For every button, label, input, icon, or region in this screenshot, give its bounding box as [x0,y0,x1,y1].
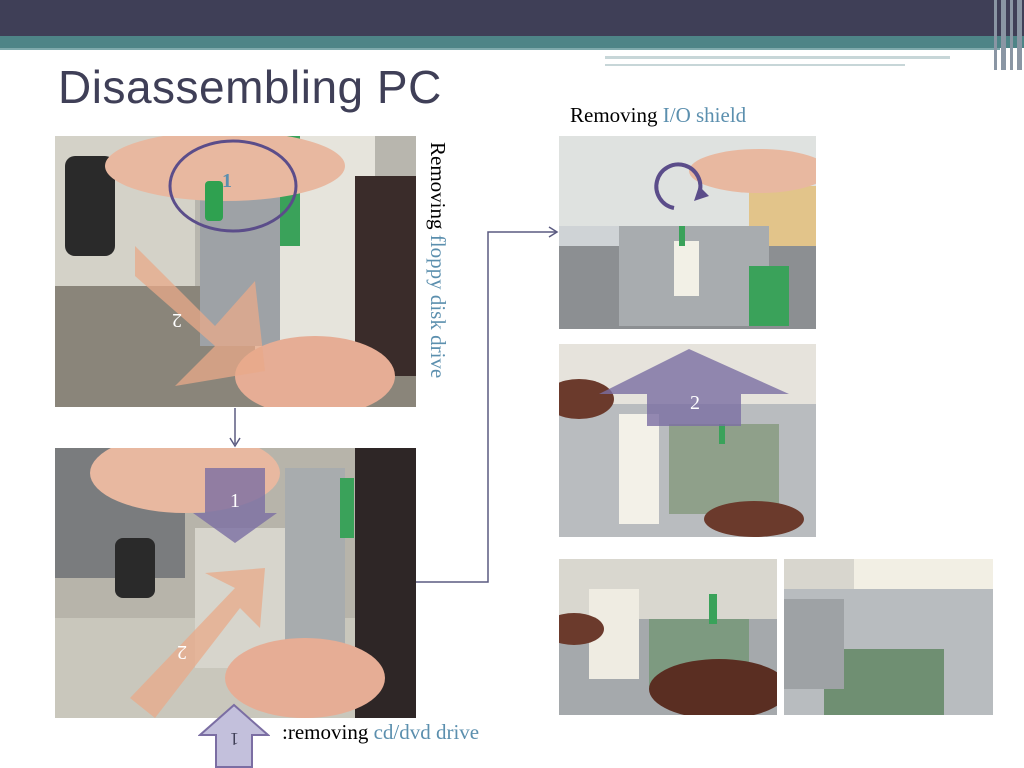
io-shield-caption: Removing I/O shield [570,103,746,128]
case-photo-right [784,559,993,715]
io-shield-photo-1 [559,136,816,329]
cddvd-caption-prefix: :removing [282,720,374,744]
io-shield-photo-2 [559,344,816,537]
header-divider [0,48,1000,50]
cddvd-caption-accent: cd/dvd drive [373,720,480,744]
up-arrow-marker [198,703,270,768]
case-photo-left [559,559,777,715]
slide-title: Disassembling PC [58,61,442,113]
header-divider-short-2 [605,64,905,66]
floppy-caption-prefix: Removing [426,142,450,235]
io-step-2-label: 2 [690,392,700,414]
io-shield-caption-accent: I/O shield [662,103,747,127]
floppy-caption: Removing floppy disk drive [425,142,450,378]
header-bar [0,0,1024,36]
floppy-step-1-label: 1 [222,170,232,192]
cddvd-removal-photo [55,448,416,718]
header-divider-short [605,56,950,59]
floppy-removal-photo [55,136,416,407]
cddvd-step-1-label: 1 [230,490,240,512]
header-accent-bar [0,36,1024,48]
cddvd-caption: :removing cd/dvd drive [282,720,479,745]
io-shield-caption-prefix: Removing [570,103,663,127]
floppy-caption-accent: floppy disk drive [426,234,450,379]
header-vertical-bars [992,0,1024,70]
